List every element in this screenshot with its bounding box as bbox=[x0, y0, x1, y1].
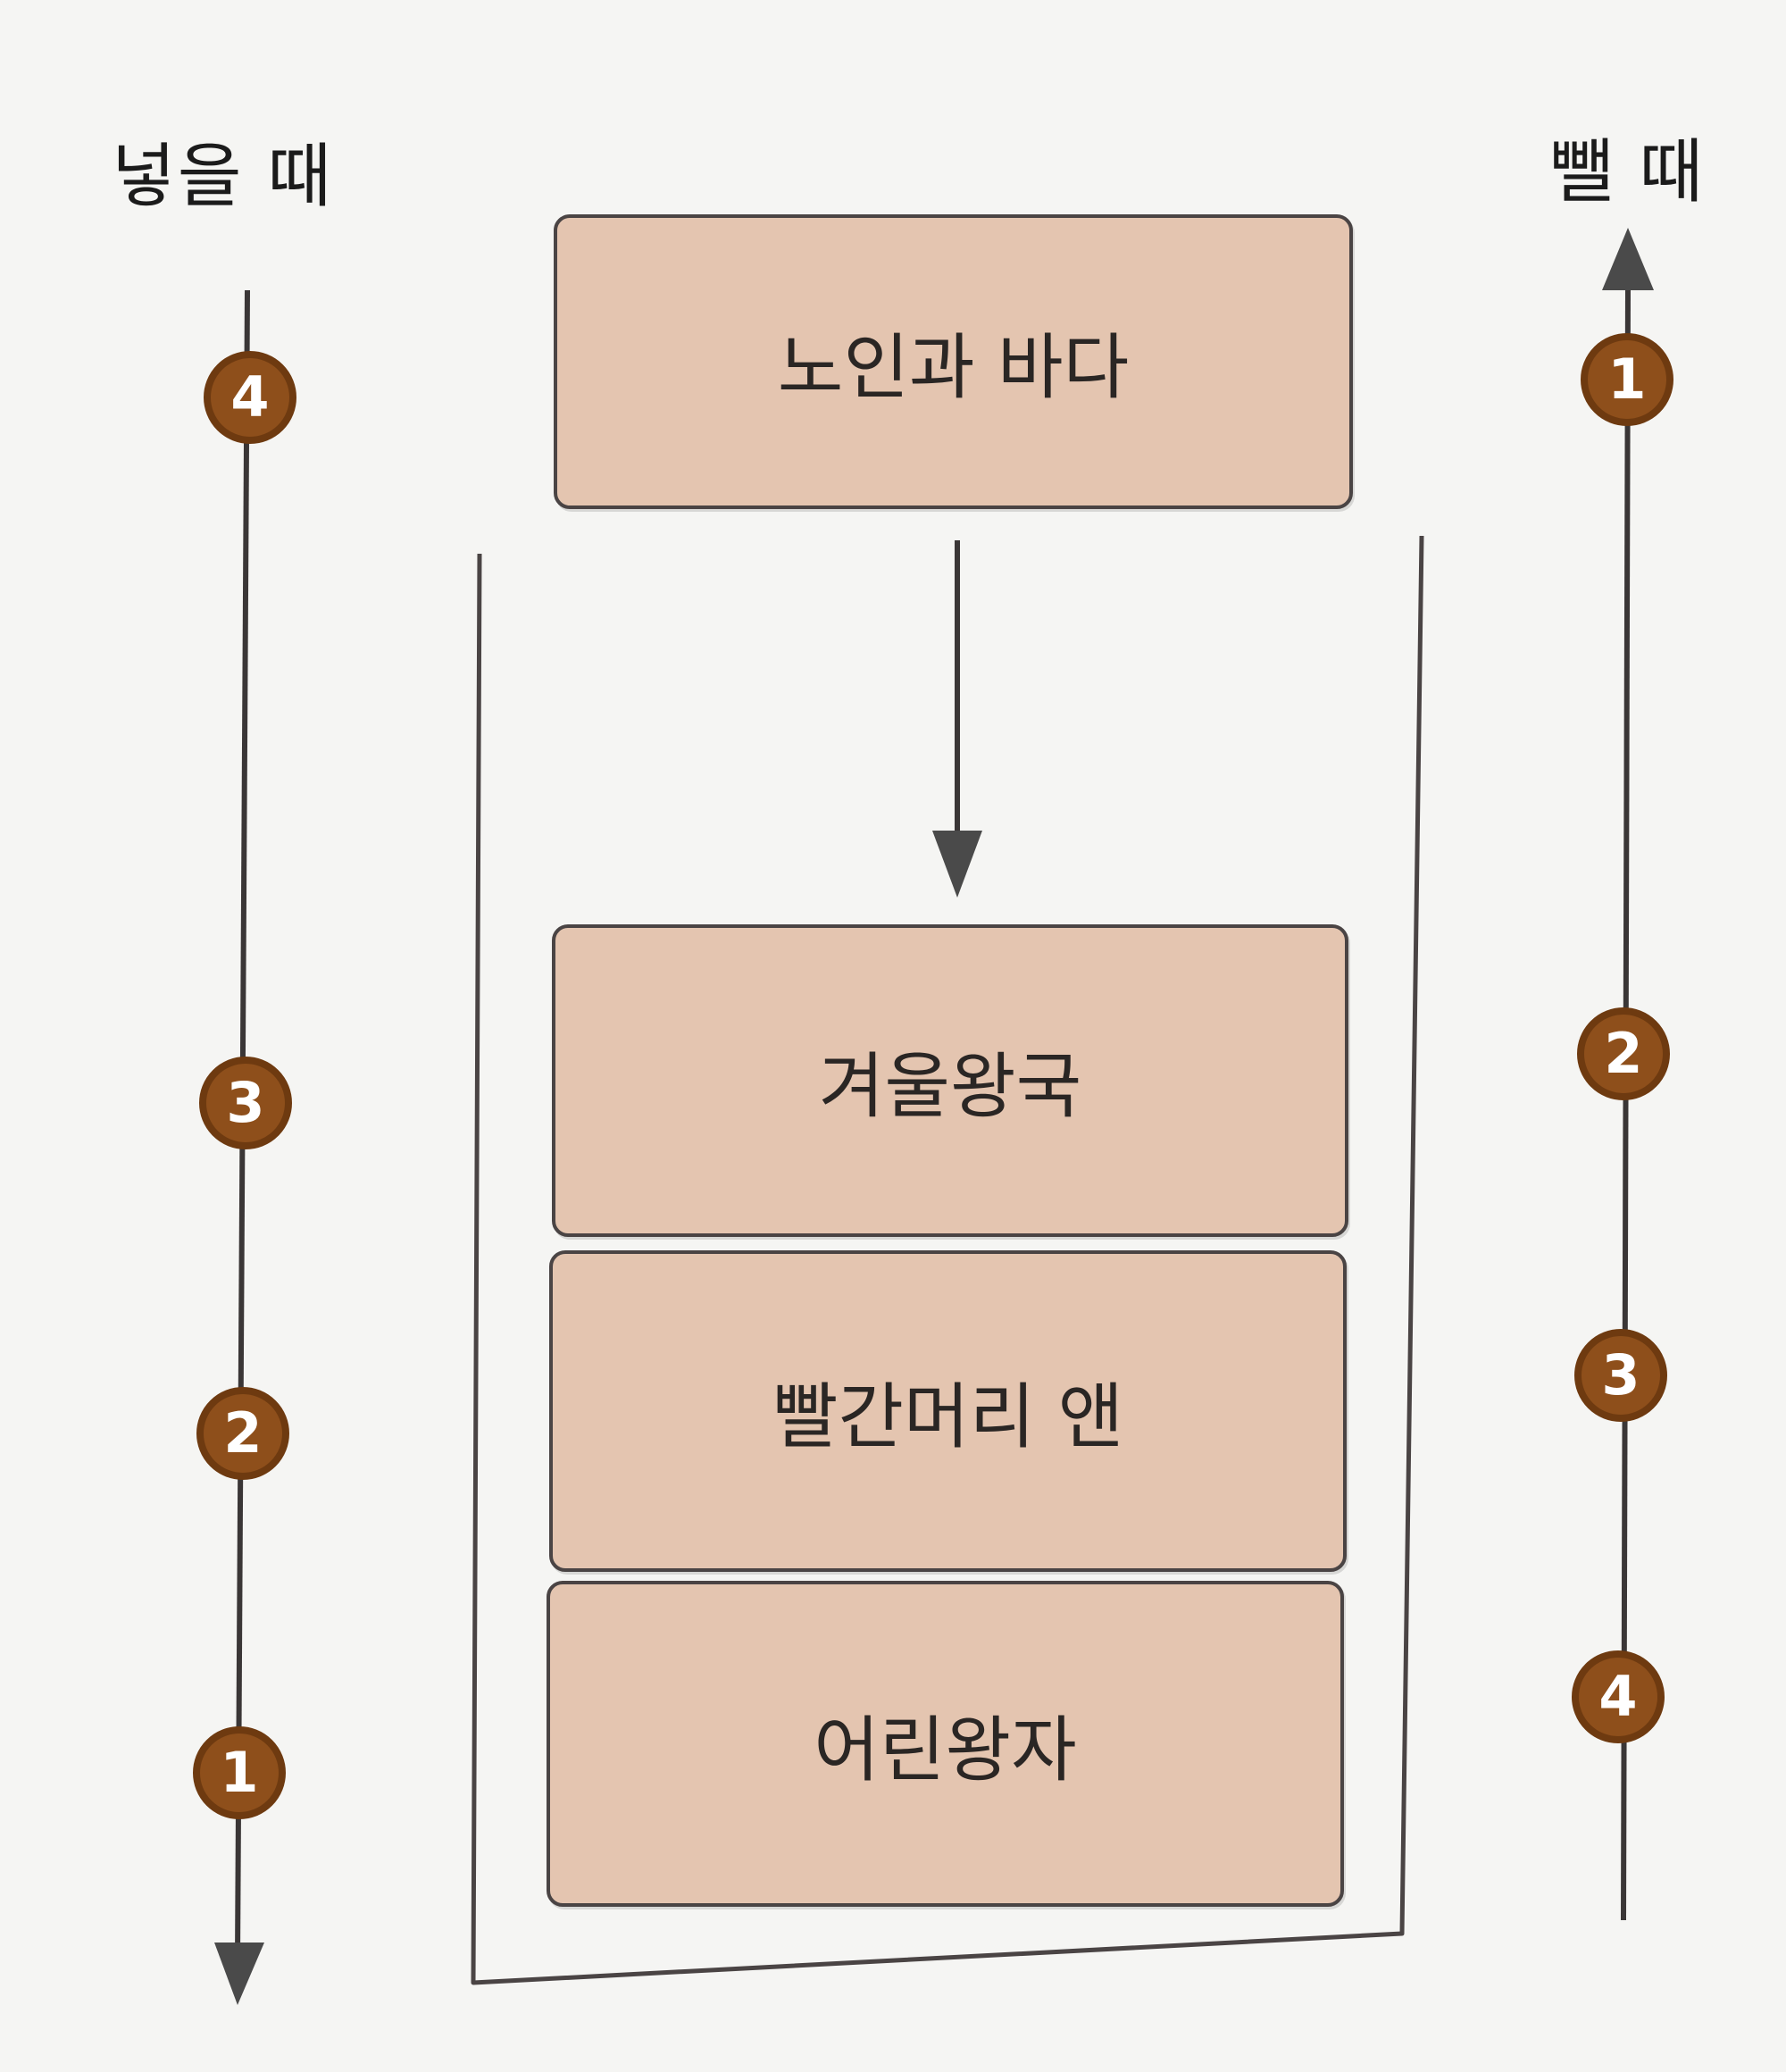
pop-step-badge: 1 bbox=[1581, 333, 1673, 426]
incoming-book: 노인과 바다 bbox=[554, 214, 1353, 509]
pop-axis-line bbox=[1621, 285, 1631, 1921]
push-axis-arrowhead bbox=[214, 1942, 264, 2005]
pop-step-badge: 3 bbox=[1574, 1329, 1667, 1422]
push-step-badge: 4 bbox=[204, 351, 296, 444]
push-step-badge: 3 bbox=[199, 1057, 292, 1149]
pop-step-badge: 4 bbox=[1572, 1650, 1665, 1743]
pop-axis-arrowhead bbox=[1602, 228, 1654, 290]
stack-book-bottom: 어린왕자 bbox=[547, 1581, 1344, 1907]
push-step-badge: 1 bbox=[193, 1726, 286, 1819]
stack-book-top: 겨울왕국 bbox=[552, 924, 1348, 1237]
push-step-badge: 2 bbox=[196, 1387, 289, 1480]
insert-arrow-head bbox=[932, 831, 982, 898]
pop-label: 뺄 때 bbox=[1549, 132, 1706, 213]
push-label: 넣을 때 bbox=[112, 137, 334, 217]
stack-book-middle: 빨간머리 앤 bbox=[549, 1250, 1347, 1572]
pop-step-badge: 2 bbox=[1577, 1007, 1670, 1100]
stack-container bbox=[471, 535, 1424, 1985]
